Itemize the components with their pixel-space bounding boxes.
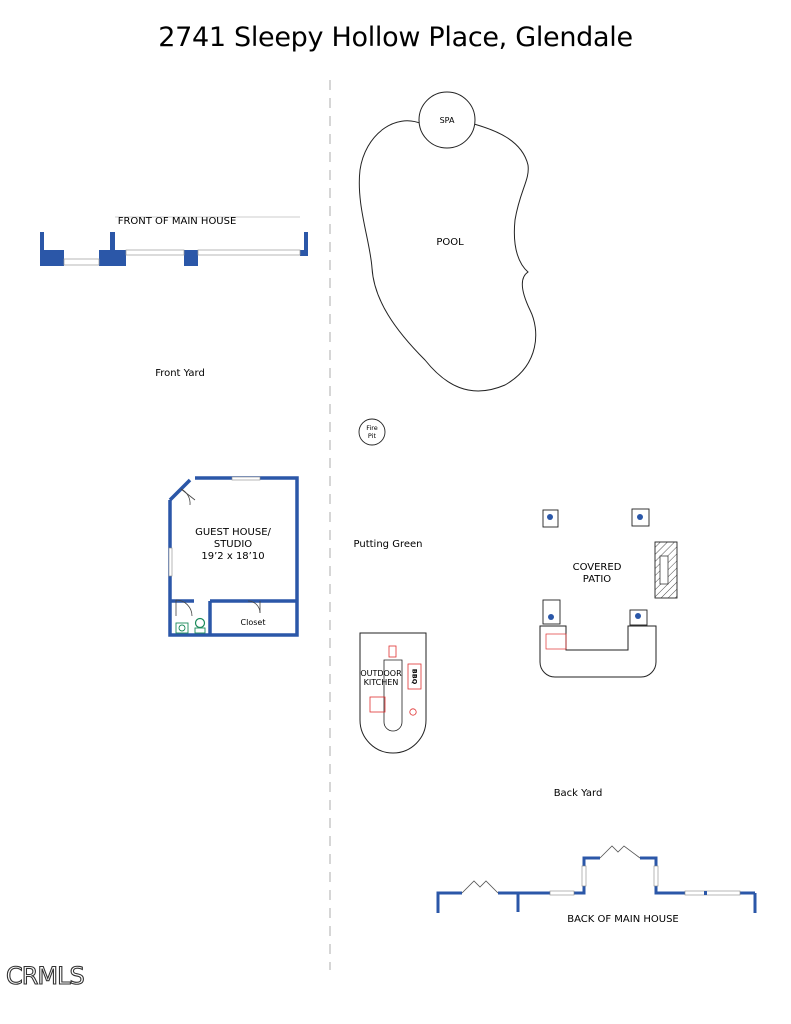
closet-label: Closet <box>240 618 266 627</box>
pool-outline <box>358 120 537 392</box>
fire-pit-label-line2: Pit <box>367 432 377 440</box>
back-main-house-wall <box>436 856 757 913</box>
back-yard-label: Back Yard <box>553 788 603 799</box>
front-main-house-label: FRONT OF MAIN HOUSE <box>117 216 237 227</box>
patio-post <box>542 599 561 625</box>
putting-green-label: Putting Green <box>353 539 423 550</box>
bbq-label: BBQ <box>410 668 419 685</box>
front-yard-label: Front Yard <box>155 368 205 379</box>
toilet-icon <box>194 617 206 629</box>
fire-pit-label-line1: Fire <box>366 424 378 432</box>
page-title: 2741 Sleepy Hollow Place, Glendale <box>158 22 633 53</box>
spa-label: SPA <box>439 116 455 125</box>
covered-patio-label-line1: COVERED <box>572 562 622 573</box>
guest-door-swing <box>180 488 191 506</box>
sink-icon <box>175 622 189 634</box>
spa-outline <box>418 91 476 149</box>
crmls-watermark: CRMLS <box>5 961 85 990</box>
guest-house-label-line1: GUEST HOUSE/ <box>195 527 271 538</box>
pool-label: POOL <box>436 237 464 248</box>
guest-house-label-line2: STUDIO <box>213 539 253 550</box>
fire-pit-outline <box>358 418 386 446</box>
front-main-house-wall <box>40 216 308 266</box>
covered-patio-label-line2: PATIO <box>582 574 612 585</box>
outdoor-kitchen-label-line2: KITCHEN <box>363 678 399 687</box>
outdoor-kitchen-label-line1: OUTDOOR <box>360 669 402 678</box>
guest-house-dimensions: 19’2 x 18’10 <box>201 551 265 562</box>
back-main-house-label: BACK OF MAIN HOUSE <box>567 914 679 925</box>
covered-patio-bar <box>539 625 657 678</box>
guest-house-walls <box>168 476 299 637</box>
